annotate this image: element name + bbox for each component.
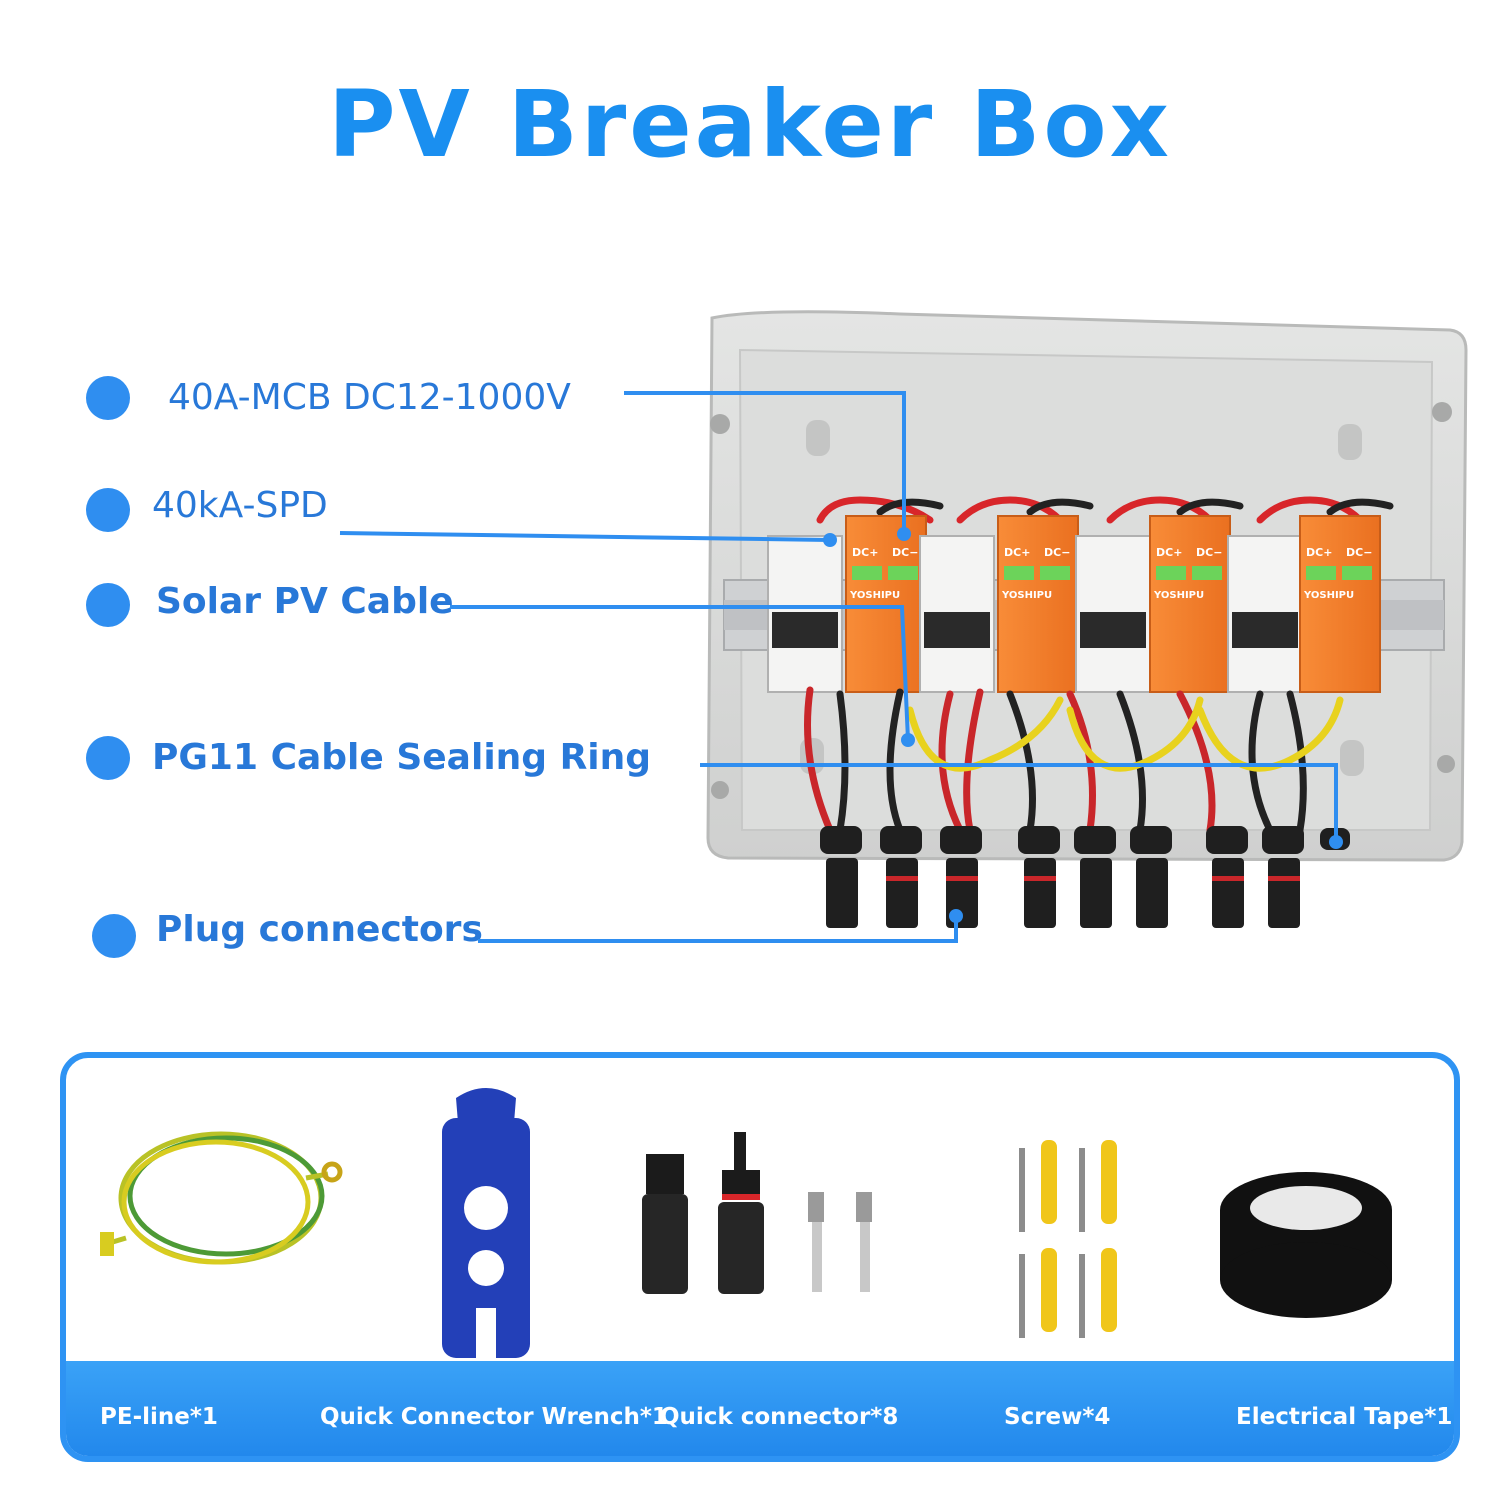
breaker-group bbox=[919, 515, 1079, 693]
bullet-dot bbox=[86, 488, 130, 532]
spd-dc-plus-text: DC+ bbox=[1156, 546, 1182, 559]
accessories-illustrations bbox=[100, 1088, 1392, 1358]
callout-sealing-ring-label: PG11 Cable Sealing Ring bbox=[152, 737, 652, 778]
spd-dc-plus-text: DC+ bbox=[852, 546, 878, 559]
spd-dc-minus-text: DC− bbox=[1196, 546, 1222, 559]
breaker-group bbox=[1075, 515, 1231, 693]
wrench-icon bbox=[442, 1088, 530, 1358]
screw-icon bbox=[1019, 1140, 1117, 1338]
spd-brand-text: YOSHIPU bbox=[1303, 590, 1354, 601]
bullet-dot bbox=[86, 583, 130, 627]
accessory-screw-label: Screw*4 bbox=[1004, 1404, 1111, 1430]
spd-dc-minus-text: DC− bbox=[1346, 546, 1372, 559]
callout-mcb-label: 40A-MCB DC12-1000V bbox=[168, 377, 571, 418]
breaker-group bbox=[1227, 515, 1381, 693]
bullet-dot bbox=[86, 376, 130, 420]
quick-connector-icon bbox=[642, 1132, 872, 1294]
accessory-tape-label: Electrical Tape*1 bbox=[1236, 1404, 1453, 1430]
accessory-label-bar: PE-line*1 Quick Connector Wrench*1 Quick… bbox=[66, 1361, 1454, 1456]
leader-line bbox=[478, 916, 958, 943]
leader-line bbox=[450, 605, 910, 741]
accessory-pe-line-label: PE-line*1 bbox=[100, 1404, 218, 1430]
pe-line-icon bbox=[100, 1131, 343, 1265]
spd-dc-plus-text: DC+ bbox=[1306, 546, 1332, 559]
leader-line bbox=[624, 391, 906, 534]
spd-dc-minus-text: DC− bbox=[1044, 546, 1070, 559]
spd-brand-text: YOSHIPU bbox=[849, 590, 900, 601]
callout-plug-connectors-label: Plug connectors bbox=[156, 909, 483, 950]
leader-line bbox=[339, 531, 831, 542]
accessory-wrench-label: Quick Connector Wrench*1 bbox=[320, 1404, 668, 1430]
bullet-dot bbox=[86, 736, 130, 780]
spd-dc-minus-text: DC− bbox=[892, 546, 918, 559]
accessory-quick-connector-label: Quick connector*8 bbox=[660, 1404, 899, 1430]
spd-brand-text: YOSHIPU bbox=[1153, 590, 1204, 601]
bullet-dot bbox=[92, 914, 136, 958]
accessories-panel: PE-line*1 Quick Connector Wrench*1 Quick… bbox=[60, 1052, 1460, 1462]
breaker-group bbox=[767, 515, 927, 693]
callout-spd-label: 40kA-SPD bbox=[152, 485, 328, 526]
callout-cable-label: Solar PV Cable bbox=[156, 581, 454, 622]
tape-icon bbox=[1220, 1172, 1392, 1318]
spd-brand-text: YOSHIPU bbox=[1001, 590, 1052, 601]
breaker-box-illustration: DC+ DC− DC+ DC− DC+ DC− DC+ DC− YOSHIPU … bbox=[339, 310, 1468, 943]
leader-line bbox=[700, 763, 1338, 842]
spd-dc-plus-text: DC+ bbox=[1004, 546, 1030, 559]
page-title: PV Breaker Box bbox=[328, 71, 1172, 178]
